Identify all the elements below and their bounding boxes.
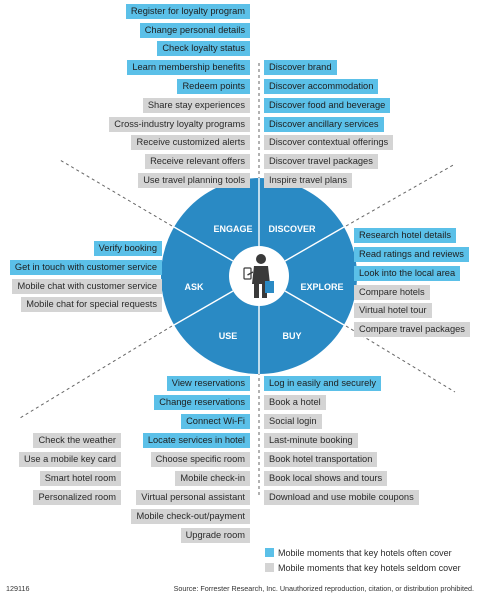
explore-item: Virtual hotel tour [354, 303, 432, 318]
buy-item: Download and use mobile coupons [264, 490, 419, 505]
dashed-separators [19, 62, 456, 496]
explore-item: Research hotel details [354, 228, 456, 243]
engage-item: Change personal details [139, 23, 250, 38]
segment-label-ask: ASK [184, 282, 204, 292]
buy-item: Book local shows and tours [264, 471, 388, 486]
segment-label-explore: EXPLORE [300, 282, 343, 292]
use-item: Change reservations [154, 395, 250, 410]
use-item: View reservations [166, 376, 250, 391]
separator-upper-left [59, 159, 173, 227]
engage-item: Use travel planning tools [138, 173, 250, 188]
discover-item: Discover contextual offerings [264, 135, 394, 150]
segment-label-engage: ENGAGE [213, 224, 252, 234]
engage-item: Register for loyalty program [125, 4, 250, 19]
engage-item: Redeem points [177, 79, 250, 94]
ask-item: Get in touch with customer service [9, 260, 162, 275]
discover-item: Discover brand [264, 60, 337, 75]
traveler-icon [243, 254, 274, 298]
ask-item: Verify booking [93, 241, 162, 256]
explore-item: Compare travel packages [354, 322, 470, 337]
use-item: Upgrade room [180, 528, 250, 543]
engage-item: Cross-industry loyalty programs [109, 117, 250, 132]
legend-label-often: Mobile moments that key hotels often cov… [278, 548, 452, 558]
engage-item: Receive customized alerts [131, 135, 250, 150]
discover-item: Discover food and beverage [264, 98, 391, 113]
divider-lower-left [173, 290, 234, 326]
explore-item: Compare hotels [354, 285, 430, 300]
ask-item: Mobile chat with customer service [12, 279, 162, 294]
separator-upper-right [345, 163, 456, 227]
buy-item: Book hotel transportation [264, 452, 378, 467]
use-item: Connect Wi-Fi [181, 414, 250, 429]
use-item: Mobile check-out/payment [131, 509, 250, 524]
explore-item: Read ratings and reviews [354, 247, 469, 262]
ask-item: Mobile chat for special requests [21, 297, 162, 312]
divider-upper-left [173, 226, 234, 262]
segment-label-use: USE [219, 331, 238, 341]
divider-upper-right [284, 226, 345, 262]
legend-swatch-seldom [265, 563, 274, 572]
explore-item: Look into the local area [354, 266, 461, 281]
engage-item: Learn membership benefits [127, 60, 250, 75]
buy-item: Log in easily and securely [264, 376, 381, 391]
use-outer-item: Personalized room [33, 490, 121, 505]
buy-item: Social login [264, 414, 322, 429]
divider-lower-right [284, 290, 345, 326]
use-outer-item: Check the weather [33, 433, 121, 448]
engage-item: Receive relevant offers [145, 154, 250, 169]
separator-lower-left [19, 325, 173, 419]
legend-label-seldom: Mobile moments that key hotels seldom co… [278, 563, 461, 573]
engage-item: Check loyalty status [157, 41, 250, 56]
discover-item: Inspire travel plans [264, 173, 353, 188]
footer-source: Source: Forrester Research, Inc. Unautho… [173, 584, 474, 593]
buy-item: Book a hotel [264, 395, 326, 410]
use-item: Locate services in hotel [142, 433, 250, 448]
use-outer-item: Use a mobile key card [19, 452, 121, 467]
segment-dividers [173, 178, 345, 374]
use-outer-item: Smart hotel room [39, 471, 121, 486]
segment-label-buy: BUY [282, 331, 301, 341]
discover-item: Discover ancillary services [264, 117, 384, 132]
footer-id: 129116 [6, 584, 30, 593]
buy-item: Last-minute booking [264, 433, 358, 448]
legend-swatch-often [265, 548, 274, 557]
use-item: Virtual personal assistant [136, 490, 250, 505]
discover-item: Discover travel packages [264, 154, 378, 169]
discover-item: Discover accommodation [264, 79, 379, 94]
use-item: Choose specific room [150, 452, 250, 467]
segment-label-discover: DISCOVER [268, 224, 316, 234]
use-item: Mobile check-in [175, 471, 250, 486]
engage-item: Share stay experiences [142, 98, 250, 113]
